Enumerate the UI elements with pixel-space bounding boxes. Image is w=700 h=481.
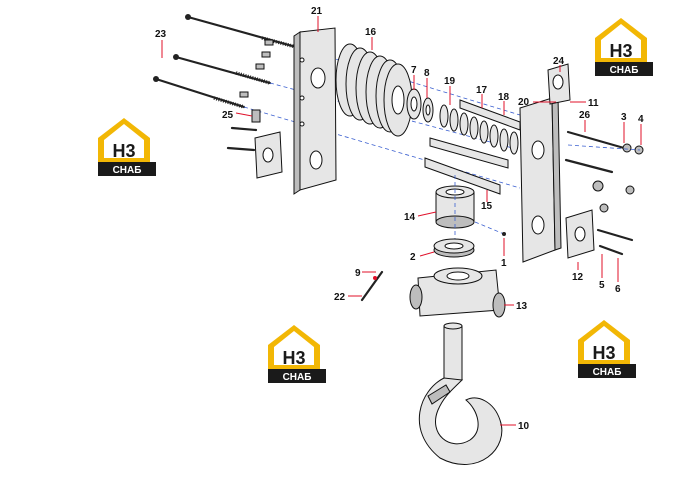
callout-12: 12 <box>572 262 584 283</box>
svg-text:19: 19 <box>444 76 456 87</box>
svg-text:4: 4 <box>638 114 644 125</box>
svg-text:8: 8 <box>424 68 430 79</box>
logo-mark: H3 <box>112 141 135 161</box>
callout-22: 22 <box>334 292 362 303</box>
left-bracket <box>226 109 283 179</box>
crosshead <box>409 267 506 318</box>
tie-bolts <box>153 14 521 189</box>
bearing-housing <box>435 175 475 240</box>
svg-text:7: 7 <box>411 65 417 76</box>
svg-text:6: 6 <box>615 284 621 295</box>
callout-24: 24 <box>553 56 565 72</box>
callout-4: 4 <box>638 114 644 145</box>
callout-13: 13 <box>504 301 528 312</box>
callout-9: 9 <box>355 268 376 279</box>
callout-14: 14 <box>404 211 437 223</box>
svg-text:25: 25 <box>222 110 234 121</box>
svg-text:23: 23 <box>155 29 167 40</box>
svg-text:2: 2 <box>410 252 416 263</box>
svg-text:5: 5 <box>599 280 605 291</box>
callout-6: 6 <box>615 258 621 295</box>
callout-25: 25 <box>222 110 253 121</box>
logo-watermark-left: H3 СНАБ <box>98 118 156 176</box>
logo-caption: СНАБ <box>283 372 312 383</box>
right-side-plate <box>519 63 571 263</box>
svg-text:1: 1 <box>501 258 507 269</box>
logo-caption: СНАБ <box>593 367 622 378</box>
thrust-bearing <box>433 238 475 258</box>
callout-8: 8 <box>424 68 430 98</box>
callouts: 21 16 23 7 8 19 24 17 18 20 11 25 26 3 4… <box>155 6 644 432</box>
callout-1: 1 <box>501 238 507 269</box>
logo-watermark-top-right: H3 СНАБ <box>595 18 653 76</box>
spacer-tubes <box>424 99 521 195</box>
logo-mark: H3 <box>592 343 615 363</box>
set-screw <box>474 221 506 236</box>
svg-text:14: 14 <box>404 212 416 223</box>
callout-21: 21 <box>311 6 323 32</box>
callout-2: 2 <box>410 251 435 263</box>
svg-text:18: 18 <box>498 92 510 103</box>
callout-20: 20 <box>518 97 556 108</box>
grease-pin <box>360 270 384 302</box>
logo-caption: СНАБ <box>113 165 142 176</box>
logo-watermark-bottom-right: H3 СНАБ <box>578 320 636 378</box>
hook <box>418 322 503 465</box>
callout-7: 7 <box>411 65 417 90</box>
svg-text:10: 10 <box>518 421 530 432</box>
callout-18: 18 <box>498 92 510 115</box>
svg-text:26: 26 <box>579 110 591 121</box>
washer-stack <box>439 104 519 155</box>
logo-caption: СНАБ <box>610 65 639 76</box>
svg-text:12: 12 <box>572 272 584 283</box>
svg-text:17: 17 <box>476 85 488 96</box>
left-plate-nuts <box>239 39 274 98</box>
callout-23: 23 <box>155 29 167 58</box>
callout-19: 19 <box>444 76 456 105</box>
callout-3: 3 <box>621 112 627 143</box>
bearing-spacers <box>406 88 434 123</box>
callout-26: 26 <box>579 110 591 132</box>
sheave-pack <box>335 43 413 137</box>
logo-mark: H3 <box>282 348 305 368</box>
left-side-plate <box>293 27 337 195</box>
svg-text:15: 15 <box>481 201 493 212</box>
svg-text:13: 13 <box>516 301 528 312</box>
callout-11: 11 <box>570 98 599 109</box>
callout-10: 10 <box>500 421 530 432</box>
svg-text:3: 3 <box>621 112 627 123</box>
callout-16: 16 <box>365 27 377 50</box>
svg-text:9: 9 <box>355 268 361 279</box>
svg-text:20: 20 <box>518 97 530 108</box>
logo-watermark-center: H3 СНАБ <box>268 325 326 383</box>
callout-15: 15 <box>481 190 493 212</box>
right-bracket <box>565 209 595 259</box>
svg-text:11: 11 <box>588 98 599 109</box>
svg-text:16: 16 <box>365 27 377 38</box>
callout-17: 17 <box>476 85 488 108</box>
logo-mark: H3 <box>609 41 632 61</box>
callout-5: 5 <box>599 254 605 291</box>
right-fasteners <box>564 130 644 256</box>
svg-text:21: 21 <box>311 6 323 17</box>
svg-text:22: 22 <box>334 292 346 303</box>
svg-text:24: 24 <box>553 56 565 67</box>
